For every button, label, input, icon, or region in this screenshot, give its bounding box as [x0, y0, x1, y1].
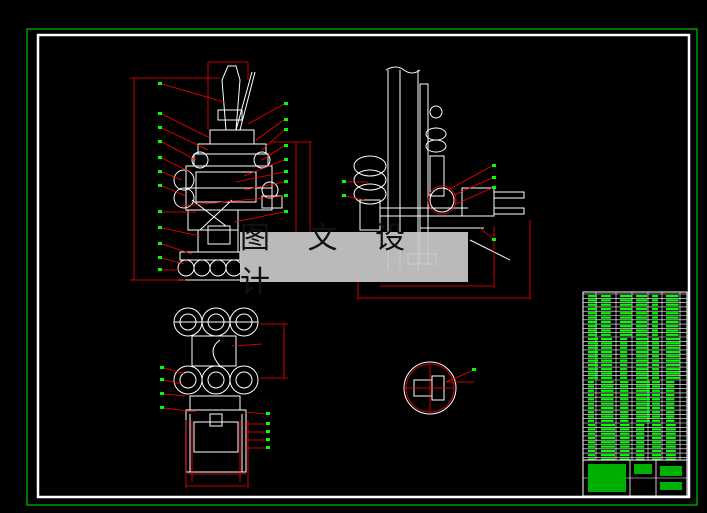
front-view — [173, 65, 283, 281]
side-view-dimensions — [345, 165, 531, 300]
top-view-dimensions — [163, 323, 288, 488]
front-view-dimensions — [130, 61, 312, 281]
title-block — [582, 459, 688, 497]
top-view-balloons — [160, 366, 270, 449]
top-view — [173, 307, 259, 473]
detail-view — [403, 361, 476, 415]
parts-list-table — [582, 291, 688, 461]
watermark-banner: 图 文 设 计 — [240, 221, 468, 300]
side-view-balloons — [342, 164, 496, 241]
front-view-balloons — [158, 82, 288, 271]
inner-sheet-border — [36, 33, 691, 499]
outer-sheet-border — [26, 28, 698, 506]
